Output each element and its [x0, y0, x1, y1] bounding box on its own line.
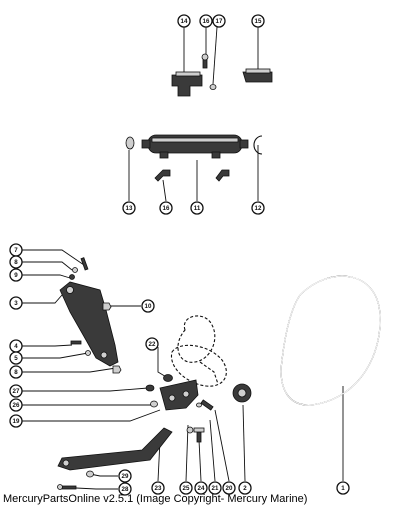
- svg-text:16: 16: [203, 18, 210, 25]
- callout-14: 14: [177, 14, 191, 28]
- callout-2: 2: [238, 481, 252, 495]
- svg-text:3: 3: [14, 300, 18, 307]
- callout-12: 12: [251, 201, 265, 215]
- callout-17: 17: [212, 14, 226, 28]
- callout-13: 13: [122, 201, 136, 215]
- callout-16-mid: 16: [159, 201, 173, 215]
- callout-27: 27: [9, 384, 23, 398]
- svg-text:16: 16: [163, 205, 170, 212]
- callout-7: 7: [9, 243, 23, 257]
- drive-belt: [280, 275, 381, 406]
- svg-text:10: 10: [145, 303, 152, 310]
- svg-text:8: 8: [14, 369, 18, 376]
- svg-text:28: 28: [122, 486, 129, 493]
- callout-26: 26: [9, 398, 23, 412]
- callout-5: 5: [9, 351, 23, 365]
- callout-19: 19: [9, 414, 23, 428]
- svg-text:7: 7: [14, 247, 18, 254]
- callout-29: 29: [118, 469, 132, 483]
- callout-20: 20: [222, 481, 236, 495]
- callout-9: 9: [9, 268, 23, 282]
- pulley-mechanism: [145, 315, 252, 443]
- steering-arm: [57, 427, 173, 490]
- callout-22: 22: [145, 337, 159, 351]
- callout-8-upper: 8: [9, 255, 23, 269]
- callout-10: 10: [141, 299, 155, 313]
- svg-text:12: 12: [255, 205, 262, 212]
- callout-3: 3: [9, 296, 23, 310]
- svg-text:17: 17: [216, 18, 223, 25]
- svg-text:22: 22: [149, 341, 156, 348]
- callout-21: 21: [208, 481, 222, 495]
- callout-4: 4: [9, 339, 23, 353]
- svg-text:5: 5: [14, 355, 18, 362]
- svg-text:13: 13: [126, 205, 133, 212]
- svg-text:19: 19: [13, 418, 20, 425]
- svg-text:15: 15: [255, 18, 262, 25]
- svg-text:2: 2: [243, 485, 247, 492]
- callout-28: 28: [118, 482, 132, 496]
- callout-1: 1: [336, 481, 350, 495]
- callout-8-lower: 8: [9, 365, 23, 379]
- callout-23: 23: [151, 481, 165, 495]
- svg-text:9: 9: [14, 272, 18, 279]
- copyright-caption: MercuryPartsOnline v2.5.1 (Image Copyrig…: [3, 493, 308, 505]
- svg-text:26: 26: [13, 402, 20, 409]
- callout-15: 15: [251, 14, 265, 28]
- svg-text:1: 1: [341, 485, 345, 492]
- steering-cylinder: [125, 134, 263, 182]
- svg-text:8: 8: [14, 259, 18, 266]
- callout-16-top: 16: [199, 14, 213, 28]
- svg-text:25: 25: [183, 485, 190, 492]
- mounting-bracket: [59, 257, 122, 374]
- callout-24: 24: [194, 481, 208, 495]
- svg-text:27: 27: [13, 388, 20, 395]
- svg-text:11: 11: [194, 205, 201, 212]
- svg-text:4: 4: [14, 343, 18, 350]
- svg-text:24: 24: [198, 485, 205, 492]
- svg-text:14: 14: [181, 18, 188, 25]
- svg-text:23: 23: [155, 485, 162, 492]
- callout-25: 25: [179, 481, 193, 495]
- svg-text:20: 20: [226, 485, 233, 492]
- svg-text:29: 29: [122, 473, 129, 480]
- upper-bracket-assembly: [171, 53, 273, 97]
- callout-11: 11: [190, 201, 204, 215]
- svg-text:21: 21: [212, 485, 219, 492]
